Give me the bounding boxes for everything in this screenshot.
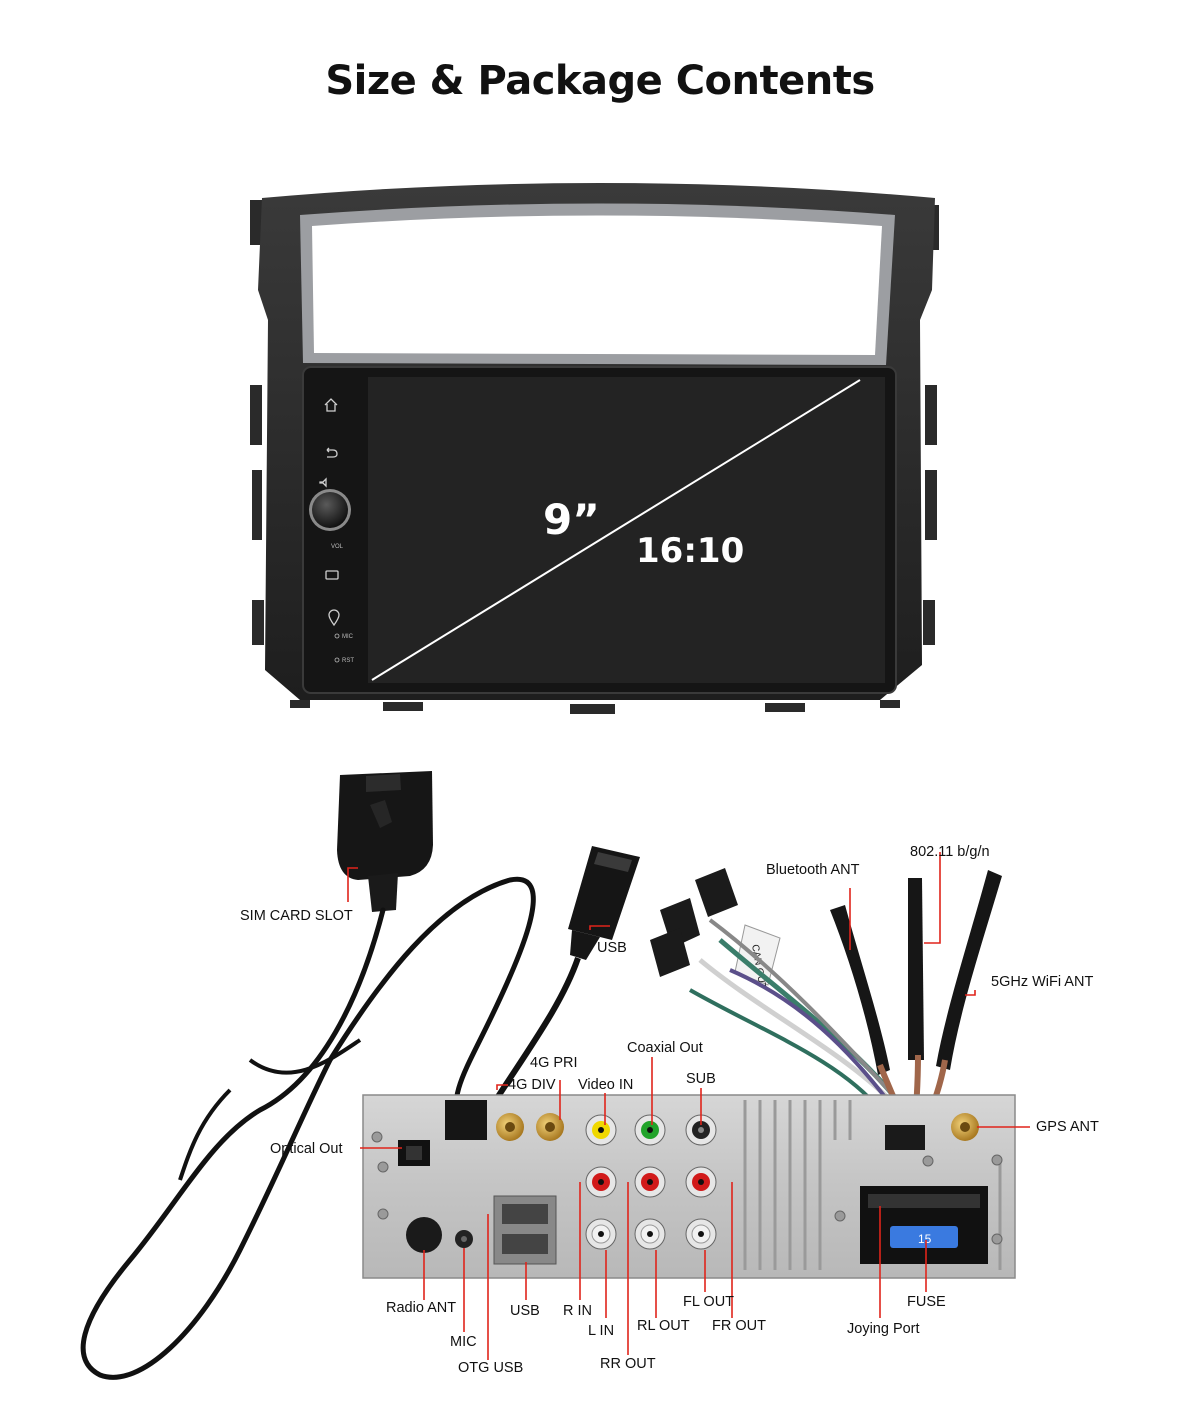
video-in-label: Video IN — [578, 1077, 633, 1093]
volume-knob[interactable] — [312, 492, 348, 528]
callout-labels: SIM CARD SLOT USB Bluetooth ANT 802.11 b… — [240, 844, 1099, 1376]
vol-label: VOL — [331, 544, 344, 550]
usb-cable — [477, 846, 640, 1127]
optical-out-label: Optical Out — [270, 1141, 343, 1157]
radio-ant-port[interactable] — [406, 1217, 442, 1253]
bluetooth-ant-label: Bluetooth ANT — [766, 862, 860, 878]
joying-port-label: Joying Port — [847, 1321, 920, 1337]
l-in-label: L IN — [588, 1323, 614, 1339]
4g-div-label: 4G DIV — [508, 1077, 556, 1093]
sim-cable — [80, 771, 536, 1380]
sim-card-slot-label: SIM CARD SLOT — [240, 908, 353, 924]
callout-lines — [347, 852, 1030, 1360]
sub-label: SUB — [686, 1071, 716, 1087]
r-in-label: R IN — [563, 1303, 592, 1319]
rst-side-label: RST — [342, 658, 354, 664]
mic-label: MIC — [450, 1334, 477, 1350]
page-title: Size & Package Contents — [325, 58, 875, 104]
radio-ant-label: Radio ANT — [386, 1300, 456, 1316]
usb-port-lower[interactable] — [502, 1234, 548, 1254]
fr-out-label: FR OUT — [712, 1318, 766, 1334]
head-unit-front: VOL MIC RST 9” 16:10 — [250, 183, 939, 714]
rear-panel: 15 — [362, 1094, 1016, 1279]
usb-cable-label: USB — [597, 940, 627, 956]
otg-usb-label: OTG USB — [458, 1360, 523, 1376]
mic-side-label: MIC — [342, 634, 354, 640]
rr-out-label: RR OUT — [600, 1356, 656, 1372]
navigation-icon[interactable] — [328, 609, 340, 627]
fuse — [890, 1226, 958, 1248]
coaxial-out-label: Coaxial Out — [627, 1040, 703, 1056]
back-icon[interactable] — [326, 447, 338, 458]
can-wire-harness: CAN OUT — [650, 868, 914, 1117]
fuse-value: 15 — [918, 1232, 932, 1246]
home-icon[interactable] — [324, 398, 338, 412]
wifi-5ghz-label: 5GHz WiFi ANT — [991, 974, 1093, 990]
radio-icon[interactable] — [325, 570, 339, 580]
fl-out-label: FL OUT — [683, 1294, 734, 1310]
aspect-ratio-text: 16:10 — [636, 531, 744, 571]
gps-ant-label: GPS ANT — [1036, 1119, 1099, 1135]
screen-size-text: 9” — [543, 495, 600, 544]
4g-pri-label: 4G PRI — [530, 1055, 578, 1071]
rl-out-label: RL OUT — [637, 1318, 690, 1334]
fuse-label: FUSE — [907, 1294, 946, 1310]
mute-icon[interactable] — [319, 477, 327, 488]
usb-port-upper[interactable] — [502, 1204, 548, 1224]
usb-port-label: USB — [510, 1303, 540, 1319]
wifi-80211-label: 802.11 b/g/n — [910, 844, 990, 860]
